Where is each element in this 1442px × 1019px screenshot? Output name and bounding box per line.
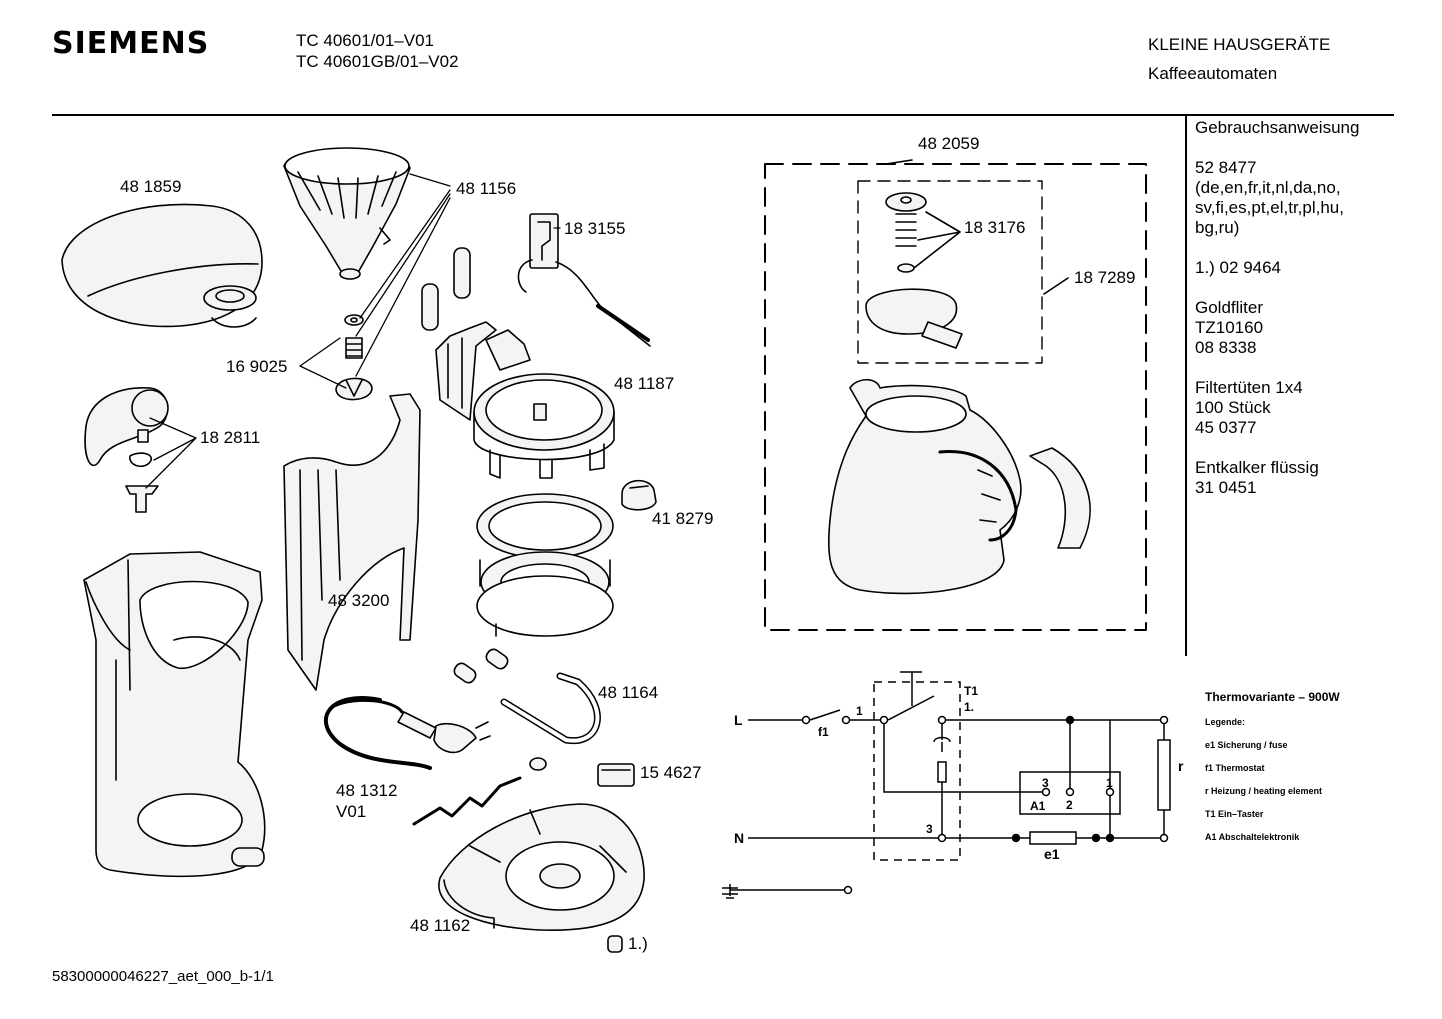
wiring-schematic xyxy=(722,671,1171,899)
filter-funnel-part xyxy=(283,147,411,280)
info-line: Gebrauchsanweisung xyxy=(1195,118,1360,137)
schematic-label: 1 xyxy=(1106,776,1113,790)
part-label: 15 4627 xyxy=(640,763,702,782)
fuse-part xyxy=(597,763,635,787)
info-block: Entkalker flüssig 31 0451 xyxy=(1195,458,1359,498)
lever-parts xyxy=(84,387,169,513)
category: KLEINE HAUSGERÄTE xyxy=(1148,35,1331,54)
heating-element-part xyxy=(453,648,601,745)
part-label: 1.) xyxy=(628,934,648,953)
schematic-label: 3 xyxy=(1042,776,1049,790)
schematic-label: 2 xyxy=(1066,798,1073,812)
subcategory: Kaffeeautomaten xyxy=(1148,64,1278,83)
part-label: 18 2811 xyxy=(200,428,261,447)
info-line: Filtertüten 1x4 xyxy=(1195,378,1303,397)
carafe-assembly-box xyxy=(764,159,1147,631)
info-line: Goldfliter xyxy=(1195,298,1264,317)
info-block: Filtertüten 1x4 100 Stück 45 0377 xyxy=(1195,378,1359,438)
info-line: (de,en,fr,it,nl,da,no, xyxy=(1195,178,1341,197)
brand-logo: SIEMENS xyxy=(52,26,210,61)
info-line: 45 0377 xyxy=(1195,418,1257,437)
base-housing-part xyxy=(83,551,266,878)
schematic-label: A1 xyxy=(1030,799,1046,813)
schematic-label: 1 xyxy=(856,704,863,718)
info-block: 52 8477 (de,en,fr,it,nl,da,no, sv,fi,es,… xyxy=(1195,158,1359,238)
part-label: 18 7289 xyxy=(1074,268,1136,287)
info-block: Goldfliter TZ10160 08 8338 xyxy=(1195,298,1359,358)
schematic-label: L xyxy=(734,712,743,728)
legend-row: e1 Sicherung / fuse xyxy=(1205,740,1288,750)
lid-part xyxy=(61,203,263,328)
clip-part xyxy=(412,757,547,826)
legend-row: A1 Abschaltelektronik xyxy=(1205,832,1300,842)
pcb-part xyxy=(517,213,651,347)
category-block: KLEINE HAUSGERÄTE Kaffeeautomaten xyxy=(1148,30,1330,88)
info-line: bg,ru) xyxy=(1195,218,1240,237)
model-number: TC 40601GB/01–V02 xyxy=(296,52,459,71)
accessory-info: Gebrauchsanweisung 52 8477 (de,en,fr,it,… xyxy=(1195,118,1359,518)
schematic-label: 1. xyxy=(964,700,975,714)
base-plate-part xyxy=(438,803,645,953)
schematic-label: N xyxy=(734,830,745,846)
part-label: V01 xyxy=(336,802,367,821)
legend-subtitle: Legende: xyxy=(1205,717,1246,727)
part-label: 48 1859 xyxy=(120,177,182,196)
part-label: 48 1312 xyxy=(336,781,398,800)
legend-row: f1 Thermostat xyxy=(1205,763,1265,773)
info-line: 1.) 02 9464 xyxy=(1195,258,1282,277)
schematic-label: e1 xyxy=(1044,846,1060,862)
schematic-label: f1 xyxy=(818,725,829,739)
part-label: 48 1187 xyxy=(614,374,675,393)
info-line: Entkalker flüssig xyxy=(1195,458,1319,477)
part-label: 48 3200 xyxy=(328,591,390,610)
schematic-label: T1 xyxy=(964,684,979,698)
part-label: 41 8279 xyxy=(652,509,714,528)
info-line: 08 8338 xyxy=(1195,338,1257,357)
info-block: 1.) 02 9464 xyxy=(1195,258,1359,278)
header-rule xyxy=(52,114,1394,116)
document-id: 58300000046227_aet_000_b-1/1 xyxy=(52,968,274,985)
info-line: 31 0451 xyxy=(1195,478,1257,497)
leader-lines xyxy=(145,173,561,489)
part-label: 18 3176 xyxy=(964,218,1026,237)
legend-row: T1 Ein–Taster xyxy=(1205,809,1264,819)
model-numbers: TC 40601/01–V01 TC 40601GB/01–V02 xyxy=(296,30,459,72)
part-label: 48 1162 xyxy=(410,916,471,935)
info-line: 52 8477 xyxy=(1195,158,1257,177)
heater-housing-part xyxy=(435,321,615,479)
side-rule xyxy=(1185,116,1187,656)
part-label: 48 1156 xyxy=(456,179,517,198)
valve-parts xyxy=(335,314,373,401)
switch-knob-part xyxy=(621,479,657,511)
legend-title: Thermovariante – 900W xyxy=(1205,690,1340,704)
info-block: Gebrauchsanweisung xyxy=(1195,118,1359,138)
warming-plate-part xyxy=(476,493,614,637)
part-label: 48 1164 xyxy=(598,683,659,702)
part-label: 48 2059 xyxy=(918,134,980,153)
back-cover-part xyxy=(283,393,421,691)
schematic-label: 3 xyxy=(926,822,933,836)
schematic-label: r xyxy=(1178,758,1184,774)
legend-row: r Heizung / heating element xyxy=(1205,786,1323,796)
model-number: TC 40601/01–V01 xyxy=(296,31,434,50)
schematic-legend: Thermovariante – 900W Legende: e1 Sicher… xyxy=(1205,686,1340,849)
power-cord-part xyxy=(323,696,491,770)
part-label: 18 3155 xyxy=(564,219,626,238)
tube-parts xyxy=(421,247,471,331)
info-line: sv,fi,es,pt,el,tr,pl,hu, xyxy=(1195,198,1344,217)
part-label: 16 9025 xyxy=(226,357,288,376)
info-line: TZ10160 xyxy=(1195,318,1264,337)
info-line: 100 Stück xyxy=(1195,398,1271,417)
